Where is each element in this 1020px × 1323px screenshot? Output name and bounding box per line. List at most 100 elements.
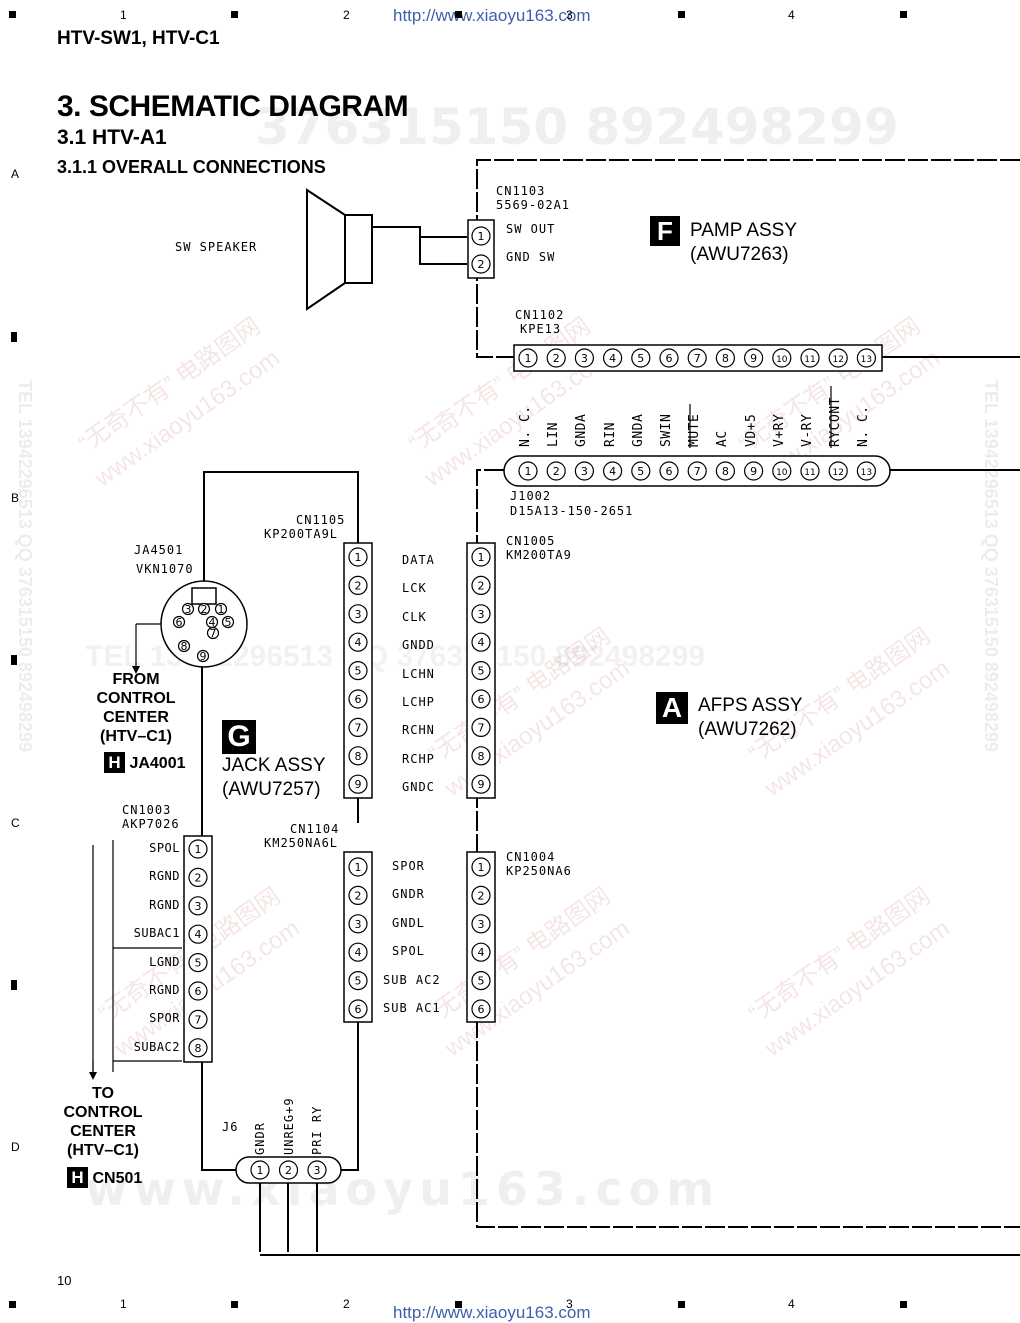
cn1003-pin-2-number: 2: [195, 871, 202, 884]
j6-pin-2-circle: [278, 1160, 299, 1180]
to-control-center-label: TO CONTROL CENTER (HTV–C1): [63, 1085, 143, 1159]
cn1102-pin-8: 8: [715, 348, 736, 368]
bus9-signal: RCHN: [402, 723, 435, 738]
cn1005-pin-6-number: 6: [478, 693, 485, 706]
j1002-signal: AC: [715, 430, 731, 447]
cn1005-pin-3: 3: [471, 604, 491, 624]
cn1003-pin-6-circle: [188, 981, 208, 1001]
section-title: 3. SCHEMATIC DIAGRAM: [57, 90, 409, 123]
bus9-signal: RCHP: [402, 751, 435, 766]
grid-marker: [678, 1301, 685, 1308]
pamp-name: PAMP ASSY: [690, 220, 798, 241]
source-url-bottom: http://www.xiaoyu163.com: [393, 1303, 591, 1322]
cn1004-pin-2: 2: [471, 885, 491, 906]
cn1105-pin-7-number: 7: [355, 721, 362, 734]
cn1105-pin-7: 7: [348, 717, 368, 738]
cn1104-pin-4-circle: [348, 942, 368, 962]
cn1105-pin-3-circle: [348, 604, 368, 624]
j1002-signal: V-RY: [800, 413, 815, 447]
bus9-signal: LCHN: [402, 666, 435, 681]
cn1004-name: CN1004: [506, 850, 556, 864]
cn1005-pin-4: 4: [471, 632, 491, 652]
cn1004-pin-1-number: 1: [478, 861, 485, 874]
cn1104-pin-3: 3: [348, 914, 368, 934]
cn1103-pin-2-number: 2: [478, 258, 485, 271]
j1002-signal: N. C.: [518, 405, 533, 447]
cn1005-pin-9-number: 9: [478, 778, 485, 791]
grid-col-4: 4: [788, 8, 795, 22]
j6-pin-3-number: 3: [314, 1164, 321, 1177]
cn1005-pin-4-circle: [471, 632, 491, 652]
ja4501-pin-1-number: 1: [218, 603, 225, 616]
cn1004-pin-5-number: 5: [478, 975, 485, 988]
j6-signal: GNDR: [253, 1122, 267, 1155]
cn1003-pin-8-number: 8: [195, 1042, 202, 1055]
cn1003-signal: SPOR: [149, 1011, 180, 1026]
cn1003-pin-7-number: 7: [195, 1013, 202, 1026]
cn1102-pin-2-number: 2: [553, 352, 560, 365]
cn501-ref: H CN501: [67, 1167, 142, 1188]
h-letter-badge: H: [104, 752, 125, 773]
j1002-pin-12-number: 12: [832, 468, 843, 478]
cn1003-pin-1: 1: [188, 839, 208, 859]
cn1102-pin-1-number: 1: [525, 352, 532, 365]
ja4501-pin-4-number: 4: [209, 616, 216, 629]
j6-signal: PRI RY: [310, 1105, 324, 1155]
j6-pin-2: 2: [278, 1160, 299, 1180]
cn1102-pin-12: 12: [828, 348, 848, 368]
ja4501-name: JA4501: [134, 543, 184, 557]
cn1104-pin-4-number: 4: [355, 946, 362, 959]
bus6-signal: SUB AC2: [383, 972, 441, 987]
cn1102-pin-7: 7: [687, 348, 707, 368]
grid-marker: [900, 11, 907, 18]
bus9-signal: GNDD: [402, 638, 435, 653]
j1002-pin-10-number: 10: [776, 468, 788, 478]
cn1003-name: CN1003: [122, 803, 172, 817]
j6-name: J6: [222, 1120, 239, 1134]
cn1103-signal-1: SW OUT: [506, 222, 556, 236]
ja4501-pin-3-circle: [181, 602, 195, 616]
ja4501-pin-3-number: 3: [185, 603, 192, 616]
cn1104-pin-3-number: 3: [355, 918, 362, 931]
cn1003-pin-7: 7: [188, 1009, 208, 1030]
cn1003-signal: LGND: [149, 954, 180, 969]
grid-col-2-bottom: 2: [343, 1297, 350, 1311]
cn1103-signal-2: GND SW: [506, 250, 556, 264]
j1002-pin-13-circle: [856, 461, 877, 481]
grid-col-2: 2: [343, 8, 350, 22]
j1002-pin-12-circle: [828, 461, 848, 481]
ja4501-pin-9-circle: [196, 649, 210, 663]
j1002-pin-11-number: 11: [804, 468, 815, 478]
cn1102-part: KPE13: [520, 322, 562, 336]
afps-letter-badge: A: [656, 692, 688, 724]
cn1105-pin-7-circle: [348, 717, 368, 738]
cn1102-pin-5: 5: [631, 348, 651, 368]
grid-marker: [900, 1301, 907, 1308]
grid-marker: [455, 1301, 462, 1308]
j1002-pin-13: 13: [856, 461, 877, 481]
grid-marker: [11, 332, 17, 342]
cn1003-signal: SPOL: [149, 841, 180, 855]
j1002-pin-2-number: 2: [553, 465, 560, 478]
grid-marker: [678, 11, 685, 18]
cn1105-pin-5: 5: [348, 660, 368, 681]
j1002-pin-13-number: 13: [861, 468, 872, 478]
j1002-pin-5: 5: [631, 461, 651, 481]
cn1102-pin-1: 1: [518, 348, 538, 368]
cn1004-pin-5: 5: [471, 970, 491, 991]
ja4501-pin-5: 5: [221, 615, 235, 629]
cn1102-pin-9-circle: [743, 348, 764, 368]
grid-row-A: A: [11, 167, 20, 181]
sw-speaker-label: SW SPEAKER: [175, 240, 258, 254]
cn1104-pin-6-circle: [348, 999, 368, 1019]
j6-pin-1: 1: [250, 1160, 270, 1180]
cn1102-pin-10: 10: [772, 348, 792, 368]
j1002-signal: N. C.: [856, 405, 872, 447]
cn1003-signal: RGND: [149, 897, 180, 912]
cn1003-pin-6: 6: [188, 981, 208, 1001]
ja4501-pin-6: 6: [172, 615, 186, 629]
cn1103-pin-1: 1: [471, 226, 491, 246]
j6-pin-1-number: 1: [257, 1164, 264, 1177]
cn1005-pin-7: 7: [471, 717, 491, 738]
